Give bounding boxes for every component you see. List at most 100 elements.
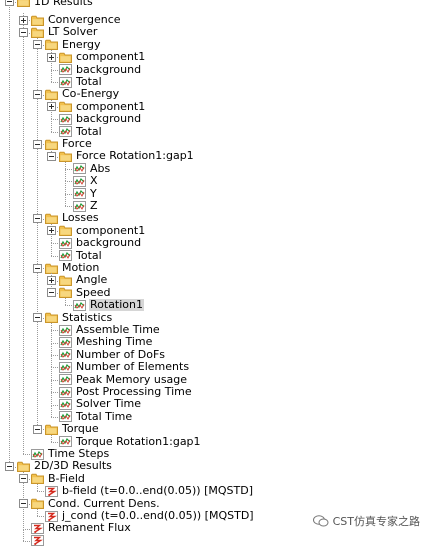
- tree-item-background[interactable]: background: [76, 62, 142, 76]
- tree-item-energy[interactable]: Energy: [62, 37, 101, 51]
- field-result-icon: [31, 535, 44, 547]
- tree-connector: [9, 1, 10, 467]
- tree-connector: [23, 32, 24, 455]
- field-result-icon: [45, 485, 58, 497]
- tree-item-component1[interactable]: component1: [76, 223, 146, 237]
- tree-item-number-of-dofs[interactable]: Number of DoFs: [76, 347, 166, 361]
- expand-icon[interactable]: [47, 52, 56, 62]
- tree-item-total[interactable]: Total: [76, 74, 102, 88]
- tree-item-abs[interactable]: Abs: [90, 161, 111, 175]
- curve-result-icon: [59, 411, 72, 423]
- tree-connector: [37, 516, 44, 518]
- curve-result-icon: [73, 188, 86, 200]
- tree-connector: [51, 330, 58, 332]
- tree-connector: [51, 404, 58, 406]
- tree-connector: [65, 298, 66, 306]
- expand-icon[interactable]: [19, 15, 28, 25]
- collapse-icon[interactable]: [47, 288, 56, 298]
- curve-result-icon: [59, 399, 72, 410]
- tree-item-lt-solver[interactable]: LT Solver: [48, 25, 98, 39]
- tree-item-speed[interactable]: Speed: [76, 285, 111, 299]
- collapse-icon[interactable]: [33, 90, 42, 99]
- tree-item-total[interactable]: Total: [76, 248, 102, 262]
- folder-icon: [59, 101, 72, 113]
- folder-icon: [59, 151, 72, 162]
- collapse-icon[interactable]: [33, 313, 42, 323]
- tree-item-force[interactable]: Force: [62, 136, 92, 150]
- tree-connector: [51, 434, 52, 442]
- tree-connector: [23, 20, 24, 33]
- curve-result-icon: [73, 200, 86, 212]
- tree-connector: [65, 168, 72, 170]
- folder-icon: [31, 27, 44, 38]
- collapse-icon[interactable]: [33, 139, 42, 149]
- tree-item-number-of-elements[interactable]: Number of Elements: [76, 360, 190, 374]
- collapse-icon[interactable]: [19, 28, 28, 37]
- tree-connector: [65, 181, 72, 183]
- tree-item-angle[interactable]: Angle: [76, 273, 108, 287]
- tree-item-meshing-time[interactable]: Meshing Time: [76, 335, 153, 349]
- tree-item-total-time[interactable]: Total Time: [76, 409, 133, 423]
- tree-item-solver-time[interactable]: Solver Time: [76, 397, 141, 411]
- tree-item-remanent-flux[interactable]: Remanent Flux: [48, 521, 131, 535]
- tree-item-convergence[interactable]: Convergence: [48, 12, 121, 26]
- watermark-text: CST仿真专家之路: [332, 515, 420, 528]
- tree-item-statistics[interactable]: Statistics: [62, 310, 113, 324]
- tree-item-losses[interactable]: Losses: [62, 211, 99, 225]
- tree-item-torque-rotation1-gap1[interactable]: Torque Rotation1:gap1: [76, 434, 201, 448]
- wechat-icon: [312, 515, 329, 527]
- tree-item-total[interactable]: Total: [76, 124, 102, 138]
- curve-result-icon: [59, 324, 72, 336]
- expand-icon[interactable]: [47, 276, 56, 285]
- curve-result-icon: [59, 237, 72, 249]
- tree-item-background[interactable]: background: [76, 236, 142, 250]
- curve-result-icon: [73, 175, 86, 187]
- tree-item-co-energy[interactable]: Co-Energy: [62, 87, 120, 101]
- folder-icon: [31, 473, 44, 485]
- expand-icon[interactable]: [47, 102, 56, 112]
- tree-connector: [37, 484, 38, 492]
- collapse-icon[interactable]: [19, 474, 28, 484]
- tree-item-assemble-time[interactable]: Assemble Time: [76, 322, 160, 336]
- folder-icon: [45, 213, 58, 224]
- collapse-icon[interactable]: [33, 424, 42, 434]
- folder-icon: [45, 89, 58, 100]
- tree-item-b-field[interactable]: B-Field: [48, 471, 85, 485]
- collapse-icon[interactable]: [33, 40, 42, 50]
- tree-item-x[interactable]: X: [90, 174, 98, 188]
- tree-item-1d-results[interactable]: 1D Results: [34, 0, 93, 8]
- tree-item-background[interactable]: background: [76, 112, 142, 126]
- tree-item-j-cond-t-0-0-end-0-05-mqstd[interactable]: j_cond (t=0.0..end(0.05)) [MQSTD]: [62, 508, 254, 522]
- tree-connector: [65, 206, 72, 208]
- tree-item-post-processing-time[interactable]: Post Processing Time: [76, 384, 192, 398]
- tree-item-peak-memory-usage[interactable]: Peak Memory usage: [76, 372, 188, 386]
- tree-connector: [51, 342, 52, 355]
- tree-item-time-steps[interactable]: Time Steps: [48, 446, 110, 460]
- collapse-icon[interactable]: [47, 152, 56, 161]
- tree-connector: [51, 69, 58, 71]
- collapse-icon[interactable]: [5, 0, 14, 7]
- tree-item-rotation1[interactable]: Rotation1: [89, 298, 145, 312]
- field-result-icon: [45, 510, 58, 522]
- folder-icon: [45, 424, 58, 435]
- tree-connector: [51, 243, 58, 245]
- tree-item-force-rotation1-gap1[interactable]: Force Rotation1:gap1: [76, 149, 194, 163]
- folder-icon: [45, 39, 58, 51]
- curve-result-icon: [59, 337, 72, 348]
- tree-item-2d-3d-results[interactable]: 2D/3D Results: [34, 459, 112, 473]
- collapse-icon[interactable]: [5, 462, 14, 471]
- collapse-icon[interactable]: [33, 214, 42, 223]
- collapse-icon[interactable]: [33, 263, 42, 273]
- tree-item-cond-current-dens[interactable]: Cond. Current Dens.: [48, 496, 160, 510]
- tree-item-torque[interactable]: Torque: [62, 422, 99, 436]
- expand-icon[interactable]: [47, 226, 56, 236]
- tree-item-component1[interactable]: component1: [76, 99, 146, 113]
- tree-connector: [51, 57, 52, 70]
- tree-item-y[interactable]: Y: [90, 186, 97, 200]
- collapse-icon[interactable]: [19, 499, 28, 509]
- tree-connector: [51, 69, 52, 83]
- tree-item-b-field-t-0-0-end-0-05-mqstd[interactable]: b-field (t=0.0..end(0.05)) [MQSTD]: [62, 484, 253, 498]
- tree-item-motion[interactable]: Motion: [62, 260, 100, 274]
- tree-item-component1[interactable]: component1: [76, 50, 146, 64]
- tree-item-z[interactable]: Z: [90, 198, 98, 212]
